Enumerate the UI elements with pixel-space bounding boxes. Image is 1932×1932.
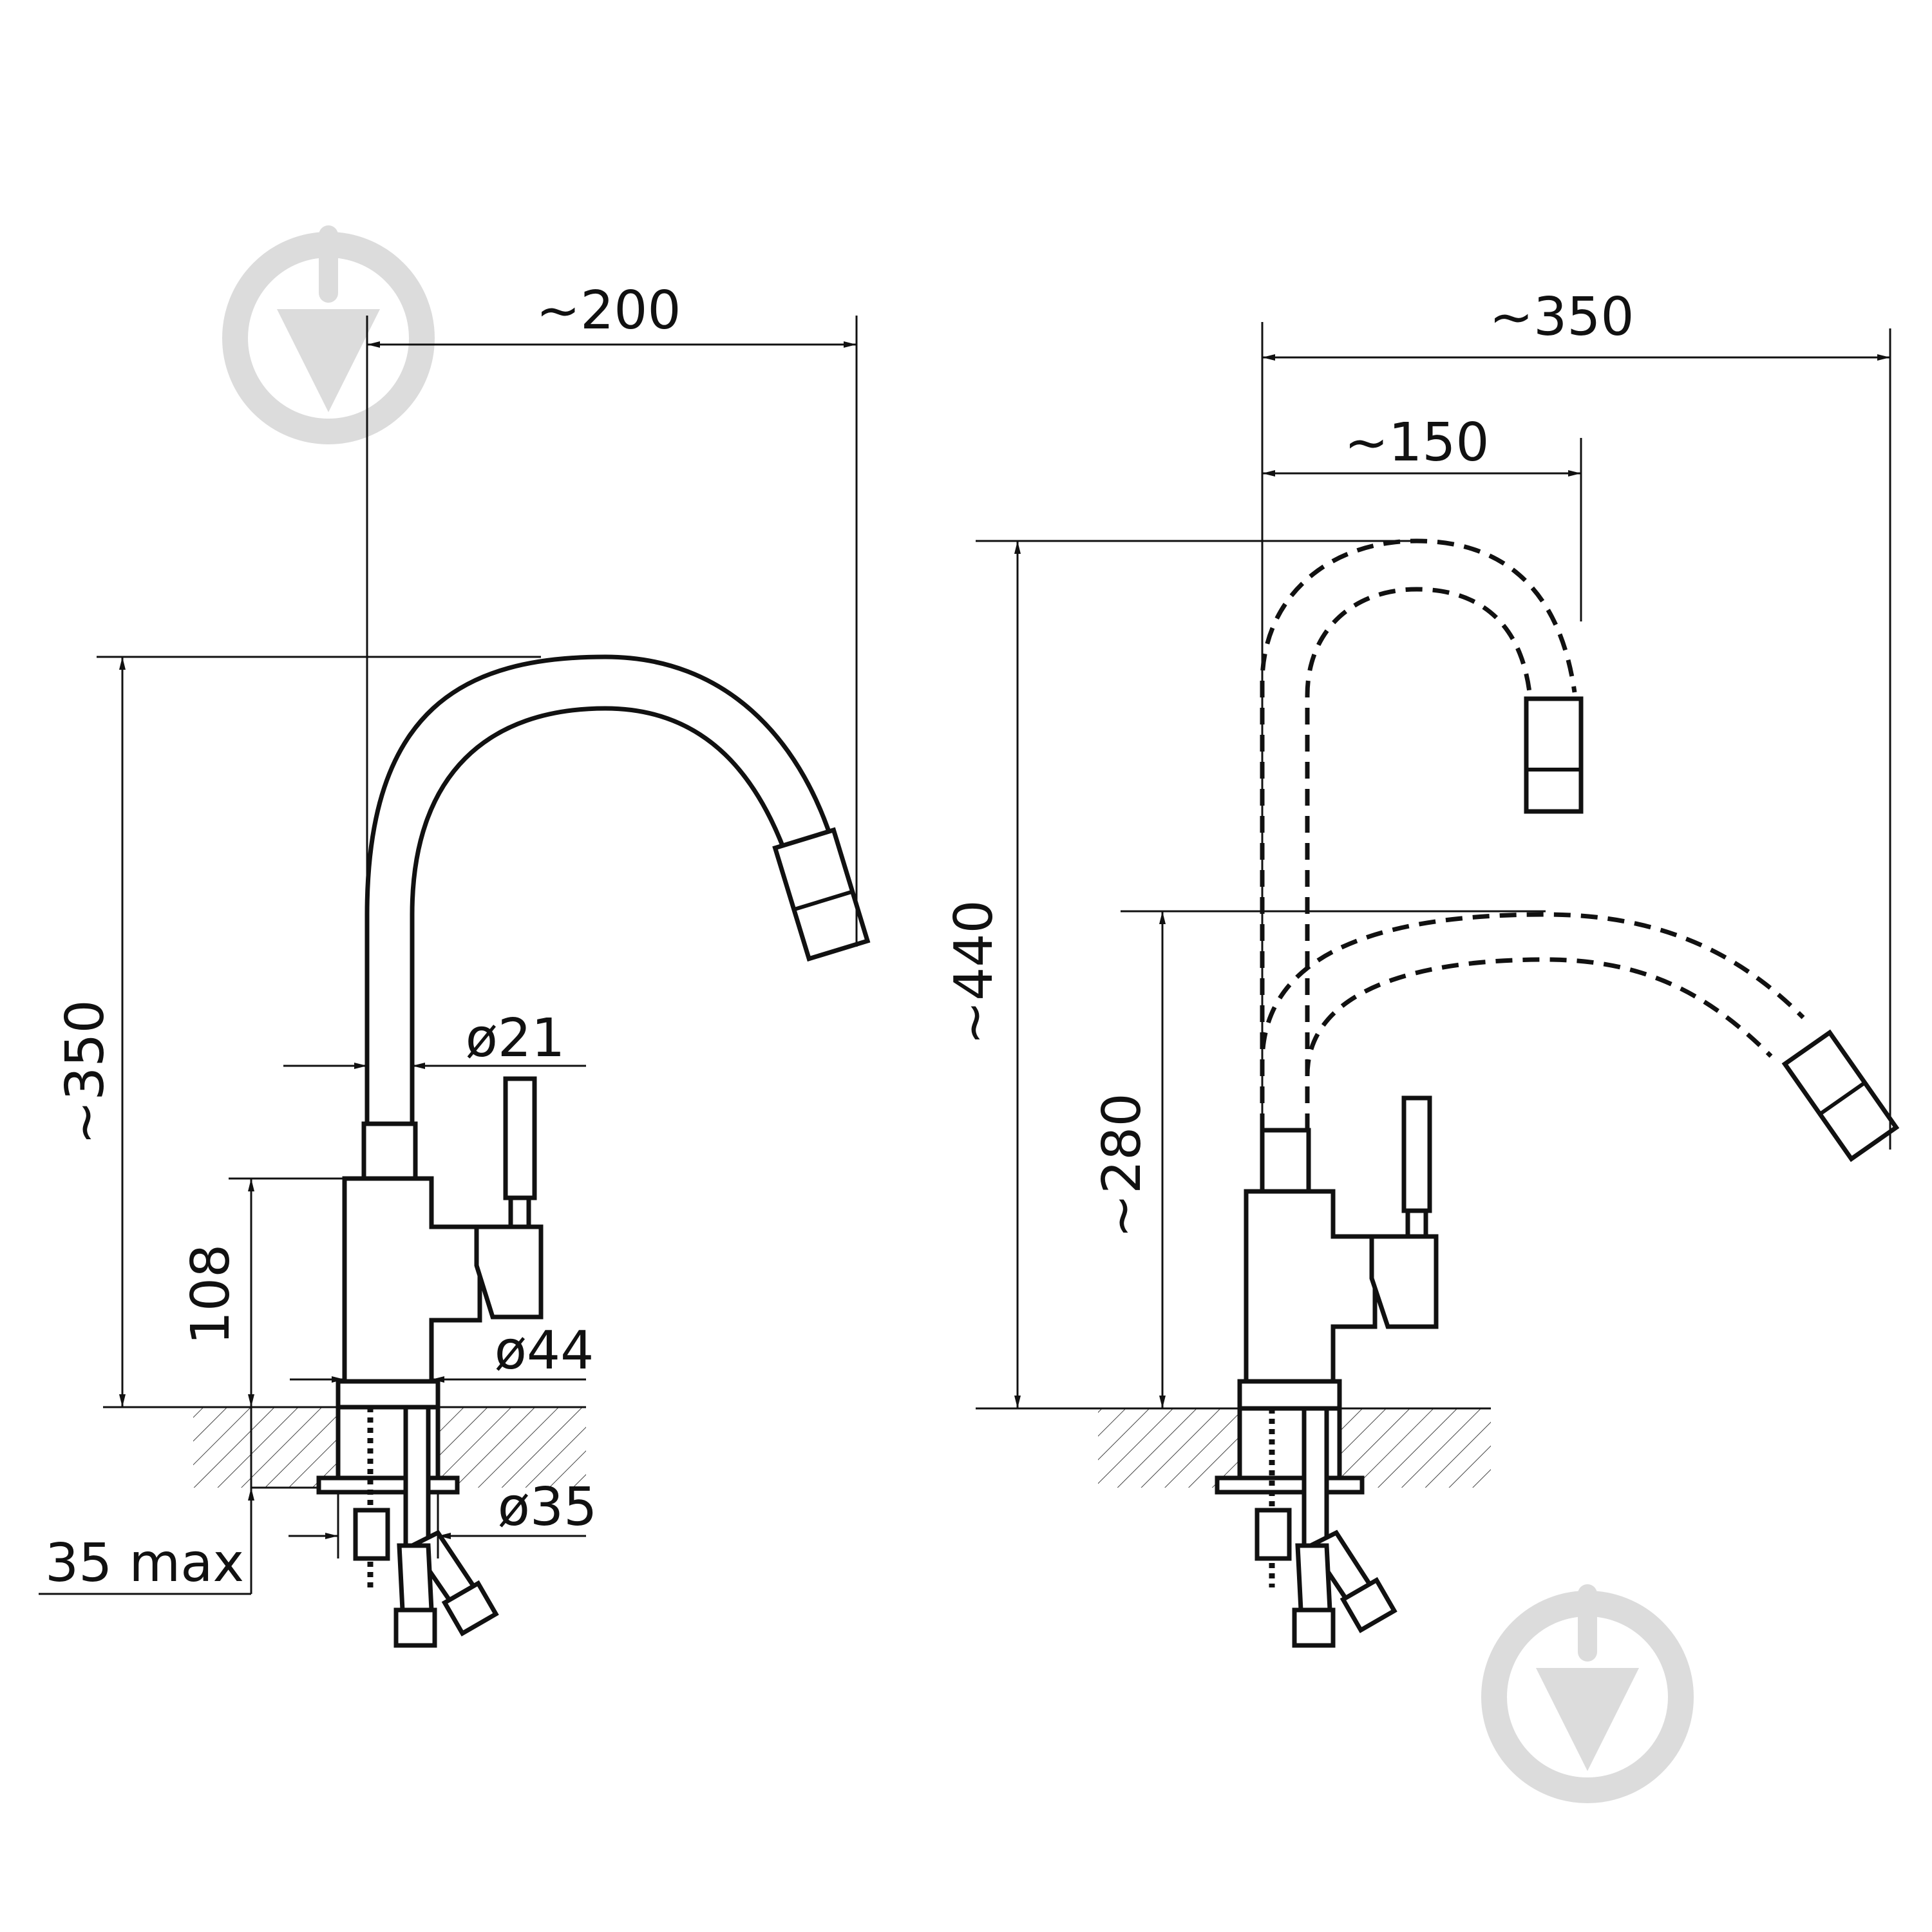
- brand-logo-icon: [1481, 1584, 1694, 1803]
- lowered-spout-position: [1260, 912, 1805, 1130]
- right-faucet-view: ~350 ~150 ~440 ~280: [943, 287, 1900, 1648]
- body-diameter-label: ø44: [495, 1320, 594, 1381]
- spout-diameter-label: ø21: [466, 1008, 565, 1069]
- max-reach-label: ~350: [1489, 287, 1634, 348]
- handle-lever: [1401, 1095, 1432, 1213]
- body-height-label: 108: [180, 1244, 242, 1345]
- handle-cartridge: [474, 1224, 544, 1320]
- brand-logo-icon: [222, 225, 435, 444]
- lowered-aerator: [1781, 1029, 1900, 1162]
- aerator: [772, 827, 871, 962]
- mount-hole-diameter-label: ø35: [498, 1477, 598, 1538]
- spout-reach-label: ~200: [536, 280, 681, 341]
- max-thickness-label: 35 max: [45, 1533, 244, 1594]
- handle-lever: [503, 1076, 537, 1200]
- spout: [365, 654, 834, 1130]
- faucet-body: [342, 1176, 482, 1384]
- raised-aerator: [1524, 696, 1584, 814]
- raised-reach-label: ~150: [1344, 412, 1489, 473]
- faucet-body: [1244, 1189, 1378, 1384]
- total-height-label: ~350: [55, 999, 116, 1144]
- left-faucet-view: ~200 ~350 ø21 108 ø44 ø35 35 max: [39, 280, 871, 1648]
- handle-cartridge: [1369, 1234, 1439, 1329]
- lowered-height-label: ~280: [1092, 1093, 1153, 1238]
- raised-height-label: ~440: [943, 900, 1005, 1045]
